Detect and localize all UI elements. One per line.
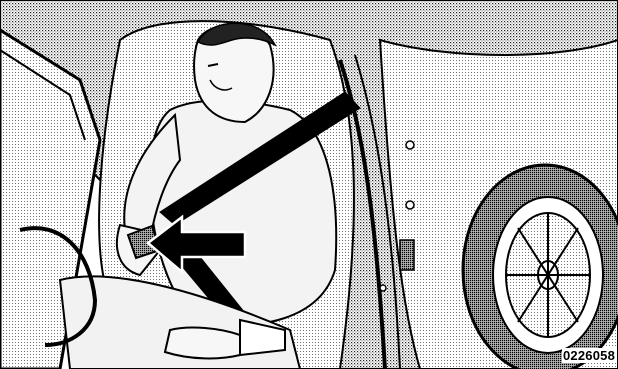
figure-code: 0226058: [562, 348, 616, 363]
wheel: [463, 165, 618, 369]
occupant-hand: [165, 328, 240, 359]
occupant-head: [194, 23, 275, 122]
